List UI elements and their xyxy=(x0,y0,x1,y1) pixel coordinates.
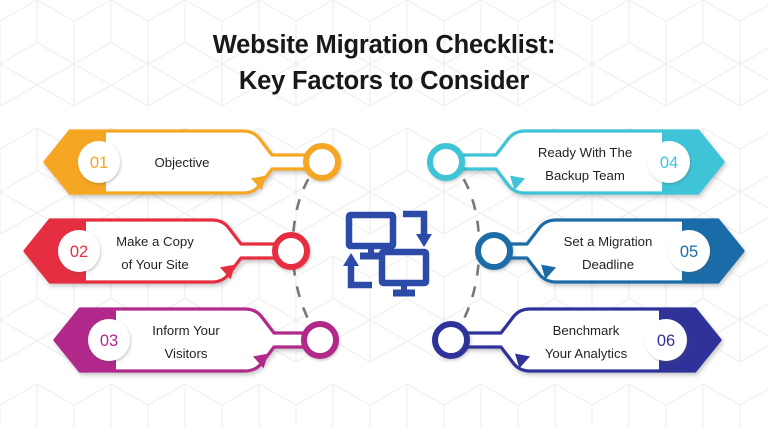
step-06-node-circle xyxy=(432,321,470,359)
step-04-label-line-1: Ready With The xyxy=(538,145,632,160)
step-06-number: 06 xyxy=(657,332,675,350)
step-card-06[interactable]: 06 Benchmark Your Analytics xyxy=(432,307,722,373)
step-02-node-circle xyxy=(272,232,310,270)
step-02-label-line-2: of Your Site xyxy=(121,257,188,272)
step-02-label-line-1: Make a Copy xyxy=(116,234,194,249)
page-title: Website Migration Checklist: Key Factors… xyxy=(213,31,556,95)
title-line-2: Key Factors to Consider xyxy=(239,67,529,95)
step-04-node-circle xyxy=(427,143,465,181)
step-01-label-line-1: Objective xyxy=(155,155,210,170)
step-05-node-circle xyxy=(475,232,513,270)
step-03-label-line-1: Inform Your xyxy=(152,323,220,338)
step-card-05[interactable]: 05 Set a Migration Deadline xyxy=(475,218,745,284)
step-03-label-line-2: Visitors xyxy=(165,346,208,361)
step-04-label-line-2: Backup Team xyxy=(545,168,625,183)
step-card-02[interactable]: 02 Make a Copy of Your Site xyxy=(23,218,310,284)
two-monitors-data-transfer-icon xyxy=(343,210,432,297)
step-01-node-circle xyxy=(303,143,341,181)
step-card-03[interactable]: 03 Inform Your Visitors xyxy=(53,307,339,373)
step-03-number: 03 xyxy=(100,332,118,350)
step-01-number: 01 xyxy=(90,154,108,172)
step-card-04[interactable]: 04 Ready With The Backup Team xyxy=(427,129,725,195)
step-03-node-circle xyxy=(301,321,339,359)
step-06-label-line-2: Your Analytics xyxy=(545,346,628,361)
title-line-1: Website Migration Checklist: xyxy=(213,31,556,59)
step-05-number: 05 xyxy=(680,243,698,261)
step-05-label-line-1: Set a Migration xyxy=(564,234,653,249)
step-05-label-line-2: Deadline xyxy=(582,257,634,272)
step-02-number: 02 xyxy=(70,243,88,261)
step-04-number: 04 xyxy=(660,154,678,172)
step-card-01[interactable]: 01 Objective xyxy=(43,129,341,195)
step-06-label-line-1: Benchmark xyxy=(553,323,620,338)
